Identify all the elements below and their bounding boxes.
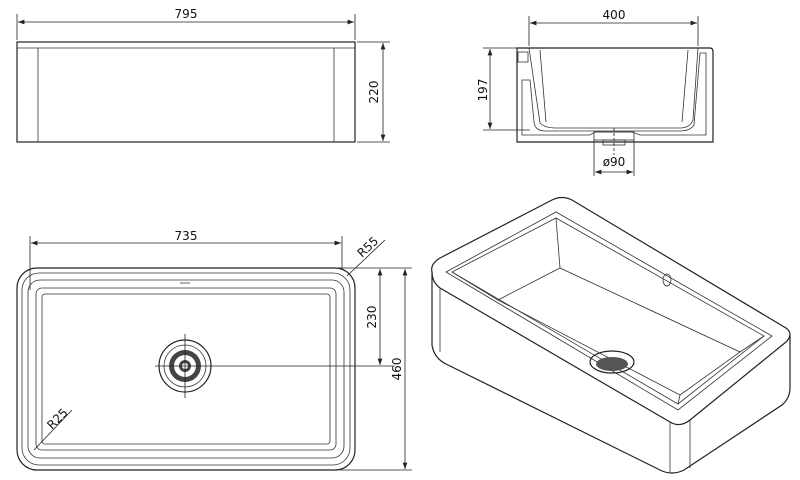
drain-diameter-label: ø90 xyxy=(603,155,626,169)
outer-depth-label: 460 xyxy=(390,358,404,381)
inner-width-label: 735 xyxy=(175,229,198,243)
side-width-label: 400 xyxy=(603,8,626,22)
outer-radius-label: R55 xyxy=(354,234,381,260)
top-view: 735 R55 230 460 R25 xyxy=(16,229,412,471)
inner-radius-label: R25 xyxy=(44,406,71,433)
drain-icon xyxy=(589,350,635,374)
side-depth-label: 197 xyxy=(476,79,490,102)
side-view: 400 197 ø90 xyxy=(476,8,714,176)
front-view: 795 220 xyxy=(16,7,390,143)
front-width-label: 795 xyxy=(175,7,198,21)
drain-offset-label: 230 xyxy=(365,306,379,329)
front-height-label: 220 xyxy=(367,81,381,104)
perspective-view xyxy=(431,196,791,474)
